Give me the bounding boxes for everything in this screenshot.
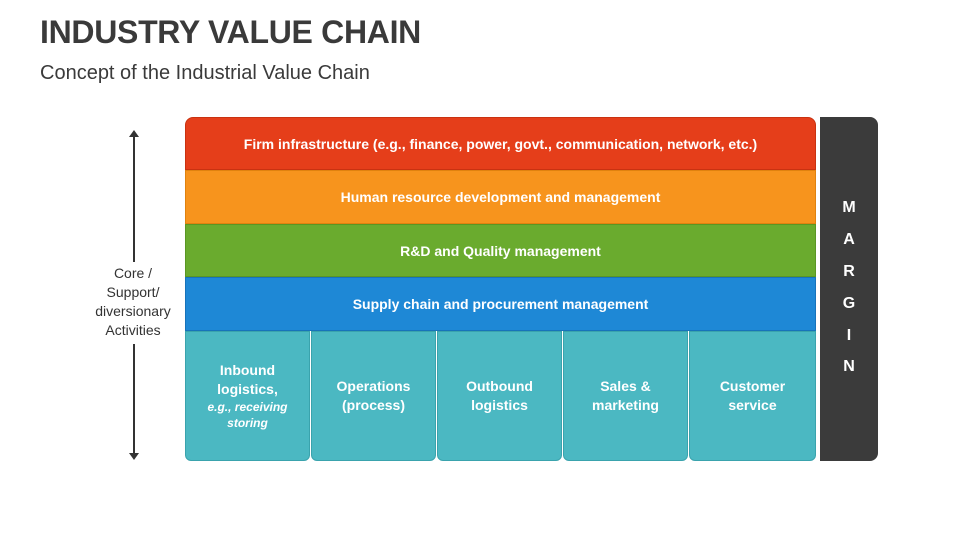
primary-operations: Operations (process) xyxy=(311,331,436,461)
primary-label-line: marketing xyxy=(592,397,659,413)
primary-note-line: e.g., receiving xyxy=(207,400,288,414)
margin-letter: R xyxy=(843,263,855,280)
activities-label: Core / Support/ diversionary Activities xyxy=(80,264,186,340)
activities-label-line: Core / xyxy=(113,265,153,281)
primary-customer-service: Customer service xyxy=(689,331,816,461)
page-subtitle: Concept of the Industrial Value Chain xyxy=(40,62,370,84)
margin-letter: G xyxy=(842,295,856,312)
primary-label-line: logistics xyxy=(471,397,528,413)
primary-label-line: Inbound xyxy=(219,362,276,378)
primary-label-line: service xyxy=(728,397,777,413)
vertical-double-arrow xyxy=(129,130,139,460)
arrow-down-icon xyxy=(129,453,139,460)
primary-inbound-logistics: Inbound logistics, e.g., receiving stori… xyxy=(185,331,310,461)
primary-label-line: Sales & xyxy=(600,378,651,394)
support-firm-infrastructure: Firm infrastructure (e.g., finance, powe… xyxy=(185,117,816,170)
primary-outbound-logistics: Outbound logistics xyxy=(437,331,562,461)
primary-label-line: Customer xyxy=(719,378,786,394)
primary-label-line: Operations xyxy=(336,378,411,394)
primary-label-line: Outbound xyxy=(466,378,533,394)
activities-label-line: Support/ xyxy=(106,284,160,300)
primary-label-line: logistics, xyxy=(217,381,278,397)
arrow-up-icon xyxy=(129,130,139,137)
primary-note-line: storing xyxy=(227,416,268,430)
margin-column: M A R G I N xyxy=(820,117,878,461)
activities-label-line: Activities xyxy=(105,322,161,338)
primary-sales-marketing: Sales & marketing xyxy=(563,331,688,461)
support-human-resource: Human resource development and managemen… xyxy=(185,170,816,224)
support-supply-chain: Supply chain and procurement management xyxy=(185,277,816,331)
margin-letter: M xyxy=(842,199,856,216)
page-title: INDUSTRY VALUE CHAIN xyxy=(40,14,421,50)
margin-letter: I xyxy=(846,327,852,344)
margin-letter: N xyxy=(843,358,855,375)
support-rnd-quality: R&D and Quality management xyxy=(185,224,816,277)
primary-label-line: (process) xyxy=(341,397,406,413)
margin-letter: A xyxy=(843,231,855,248)
activities-label-line: diversionary xyxy=(95,303,171,319)
